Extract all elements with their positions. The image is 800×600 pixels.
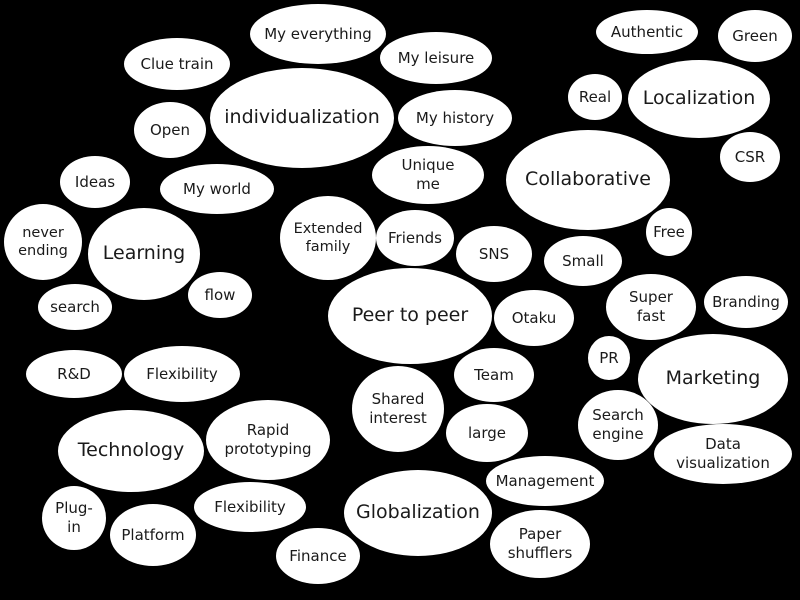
bubble-small: Small (544, 236, 622, 286)
bubble-large: large (446, 404, 528, 462)
bubble-real: Real (568, 74, 622, 120)
bubble-learning: Learning (88, 208, 200, 300)
bubble-flexibility-2: Flexibility (194, 482, 306, 532)
bubble-friends: Friends (376, 210, 454, 266)
bubble-technology: Technology (58, 410, 204, 492)
bubble-otaku: Otaku (494, 290, 574, 346)
bubble-paper-shufflers: Paper shufflers (490, 510, 590, 578)
bubble-search: search (38, 284, 112, 330)
bubble-peer-to-peer: Peer to peer (328, 268, 492, 364)
bubble-green: Green (718, 10, 792, 62)
bubble-free: Free (646, 208, 692, 256)
bubble-plug-in: Plug- in (42, 486, 106, 550)
bubble-authentic: Authentic (596, 10, 698, 54)
bubble-my-everything: My everything (250, 4, 386, 64)
bubble-search-engine: Search engine (578, 390, 658, 460)
bubble-open: Open (134, 102, 206, 158)
bubble-globalization: Globalization (344, 470, 492, 556)
bubble-management: Management (486, 456, 604, 506)
bubble-individualization: individualization (210, 68, 394, 168)
bubble-data-visualization: Data visualization (654, 424, 792, 484)
bubble-localization: Localization (628, 60, 770, 138)
bubble-flexibility-1: Flexibility (124, 346, 240, 402)
bubble-extended-family: Extended family (280, 196, 376, 280)
bubble-my-history: My history (398, 90, 512, 146)
bubble-collaborative: Collaborative (506, 130, 670, 230)
bubble-unique-me: Unique me (372, 146, 484, 204)
bubble-my-world: My world (160, 164, 274, 214)
bubble-branding: Branding (704, 276, 788, 328)
bubble-rnd: R&D (26, 350, 122, 398)
bubble-pr: PR (588, 336, 630, 380)
bubble-rapid-prototyping: Rapid prototyping (206, 400, 330, 480)
bubble-sns: SNS (456, 226, 532, 282)
bubble-my-leisure: My leisure (380, 32, 492, 84)
bubble-finance: Finance (276, 528, 360, 584)
bubble-never-ending: never ending (4, 204, 82, 280)
bubble-ideas: Ideas (60, 156, 130, 208)
bubble-platform: Platform (110, 504, 196, 566)
bubble-flow: flow (188, 272, 252, 318)
bubble-shared-interest: Shared interest (352, 366, 444, 452)
bubble-team: Team (454, 348, 534, 402)
bubble-clue-train: Clue train (124, 38, 230, 90)
bubble-marketing: Marketing (638, 334, 788, 424)
bubble-csr: CSR (720, 132, 780, 182)
bubble-super-fast: Super fast (606, 274, 696, 340)
